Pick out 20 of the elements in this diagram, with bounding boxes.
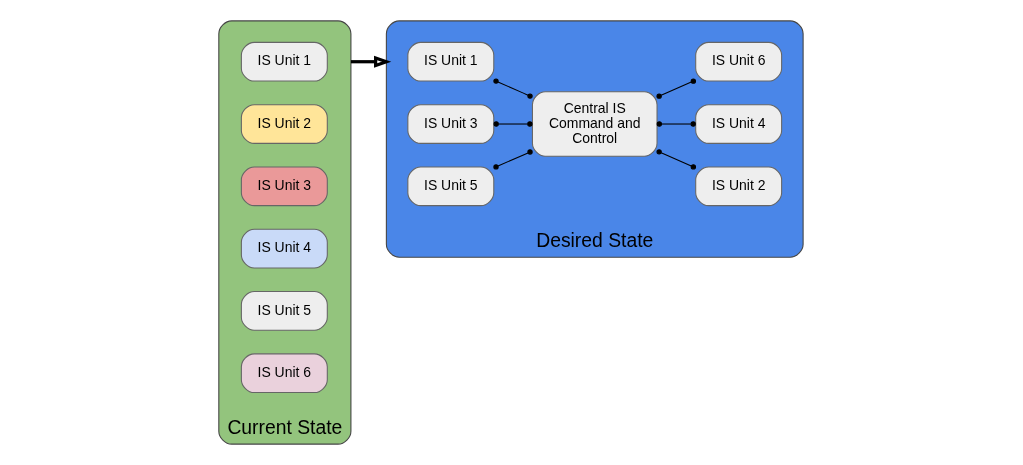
connector <box>656 121 696 127</box>
node-box: IS Unit 3 <box>240 166 328 207</box>
node-box: IS Unit 2 <box>695 166 783 207</box>
connector <box>656 78 697 99</box>
node-box: IS Unit 4 <box>695 104 783 144</box>
node-box: IS Unit 6 <box>695 41 783 82</box>
arrow <box>350 55 392 68</box>
node-box: IS Unit 5 <box>240 291 328 331</box>
node-box: IS Unit 1 <box>240 41 328 82</box>
node-box: IS Unit 1 <box>407 41 495 82</box>
node-box: IS Unit 2 <box>240 104 328 144</box>
connector <box>656 149 697 170</box>
connector <box>493 78 533 99</box>
node-box: IS Unit 6 <box>240 353 328 394</box>
node-box: IS Unit 5 <box>407 166 495 207</box>
node-box: IS Unit 3 <box>407 104 495 144</box>
node-box: Central IS Command and Control <box>531 91 658 157</box>
connector <box>493 149 533 170</box>
connector <box>493 121 533 127</box>
node-box: IS Unit 4 <box>240 228 328 269</box>
